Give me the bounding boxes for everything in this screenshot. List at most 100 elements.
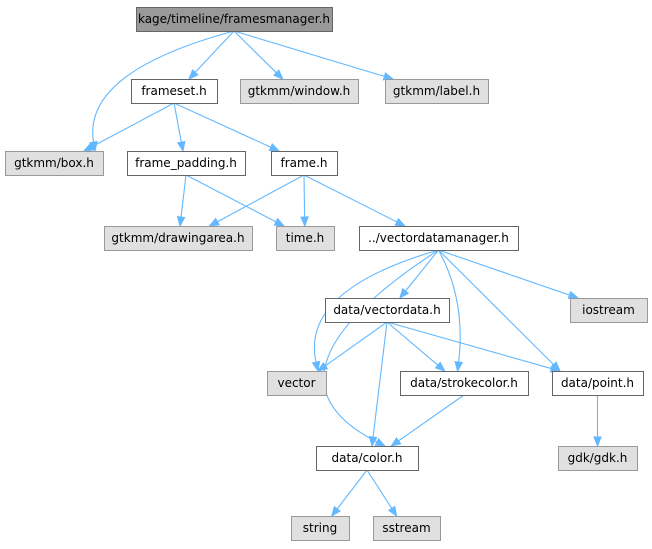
node-framesmanager[interactable]: kage/timeline/framesmanager.h bbox=[136, 7, 333, 32]
node-box bbox=[104, 226, 253, 251]
edge-frame-to-vectordatamanager bbox=[303, 174, 398, 223]
node-box bbox=[127, 151, 246, 176]
node-box bbox=[400, 371, 529, 396]
node-label: gtkmm/window.h bbox=[248, 84, 351, 98]
edge-vectordatamanager-to-data_color bbox=[323, 249, 439, 443]
node-gtkmm-window: gtkmm/window.h bbox=[240, 79, 359, 104]
node-box bbox=[136, 7, 333, 32]
node-label: kage/timeline/framesmanager.h bbox=[138, 12, 330, 26]
node-box bbox=[5, 151, 104, 176]
arrowhead-frameset-to-gtkmm_box bbox=[82, 142, 95, 152]
edges-layer bbox=[82, 30, 602, 518]
node-box bbox=[291, 516, 350, 541]
edge-data_vectordata-to-data_point bbox=[386, 321, 552, 370]
node-box bbox=[267, 371, 327, 396]
edge-data_color-to-sstream bbox=[366, 469, 393, 509]
node-box bbox=[558, 446, 638, 471]
edge-framesmanager-to-gtkmm_window bbox=[233, 30, 277, 74]
edge-data_vectordata-to-data_color bbox=[372, 321, 388, 438]
edge-frame-to-gtkmm_drawingarea bbox=[217, 174, 305, 223]
arrowhead-data_color-to-string bbox=[330, 505, 341, 518]
node-label: gtkmm/label.h bbox=[393, 84, 480, 98]
arrowhead-framesmanager-to-gtkmm_label bbox=[382, 72, 395, 81]
arrowhead-framesmanager-to-frameset bbox=[188, 69, 199, 80]
node-data-strokecolor[interactable]: data/strokecolor.h bbox=[400, 371, 529, 396]
arrowhead-vectordatamanager-to-vector bbox=[311, 360, 321, 373]
node-label: data/color.h bbox=[332, 451, 403, 465]
arrowhead-vectordatamanager-to-data_strokecolor bbox=[454, 361, 464, 373]
node-gtkmm-drawingarea: gtkmm/drawingarea.h bbox=[104, 226, 253, 251]
arrowhead-data_vectordata-to-vector bbox=[316, 361, 329, 372]
edge-data_vectordata-to-data_strokecolor bbox=[386, 321, 439, 366]
node-label: frame_padding.h bbox=[135, 156, 237, 170]
node-vector: vector bbox=[267, 371, 327, 396]
arrowhead-frame_padding-to-time bbox=[273, 217, 286, 227]
arrowhead-data_color-to-sstream bbox=[387, 505, 398, 518]
edge-vectordatamanager-to-data_point bbox=[438, 249, 555, 366]
node-frameset[interactable]: frameset.h bbox=[131, 79, 218, 104]
edge-vectordatamanager-to-iostream bbox=[438, 249, 570, 296]
node-label: gdk/gdk.h bbox=[568, 451, 628, 465]
node-sstream: sstream bbox=[373, 516, 441, 541]
node-label: frame.h bbox=[280, 156, 327, 170]
arrowhead-frame-to-time bbox=[300, 216, 309, 228]
node-data-point[interactable]: data/point.h bbox=[552, 371, 644, 396]
edge-framesmanager-to-frameset bbox=[194, 30, 235, 73]
node-label: data/vectordata.h bbox=[333, 303, 440, 317]
nodes-layer: kage/timeline/framesmanager.h frameset.h g… bbox=[5, 7, 648, 541]
edge-frameset-to-gtkmm_box bbox=[91, 102, 175, 148]
node-gtkmm-box: gtkmm/box.h bbox=[5, 151, 104, 176]
node-box bbox=[325, 298, 450, 323]
edge-data_strokecolor-to-data_color bbox=[398, 394, 465, 442]
node-box bbox=[240, 79, 359, 104]
node-label: iostream bbox=[582, 303, 635, 317]
node-label: sstream bbox=[382, 521, 430, 535]
node-box bbox=[359, 226, 519, 251]
node-box bbox=[385, 79, 489, 104]
arrowhead-vectordatamanager-to-data_vectordata bbox=[399, 287, 410, 300]
node-data-vectordata[interactable]: data/vectordata.h bbox=[325, 298, 450, 323]
edge-frameset-to-frame_padding bbox=[173, 102, 182, 143]
edge-frame_padding-to-time bbox=[185, 174, 277, 223]
node-label: vector bbox=[277, 376, 315, 390]
node-label: gtkmm/box.h bbox=[14, 156, 94, 170]
node-label: ../vectordatamanager.h bbox=[368, 231, 509, 245]
node-box bbox=[271, 151, 338, 176]
edge-vectordatamanager-to-data_vectordata bbox=[405, 249, 439, 292]
node-box bbox=[570, 298, 648, 323]
arrowhead-frameset-to-frame bbox=[268, 143, 281, 152]
node-time: time.h bbox=[276, 226, 335, 251]
node-vectordatamanager[interactable]: ../vectordatamanager.h bbox=[359, 226, 519, 251]
node-label: data/strokecolor.h bbox=[410, 376, 518, 390]
node-box bbox=[373, 516, 441, 541]
edge-framesmanager-to-gtkmm_box bbox=[92, 30, 235, 143]
arrowhead-frame-to-vectordatamanager bbox=[394, 217, 407, 227]
edge-framesmanager-to-gtkmm_label bbox=[233, 30, 385, 77]
node-label: data/point.h bbox=[561, 376, 634, 390]
node-gtkmm-label: gtkmm/label.h bbox=[385, 79, 489, 104]
edge-frame_padding-to-gtkmm_drawingarea bbox=[180, 174, 187, 218]
node-iostream: iostream bbox=[570, 298, 648, 323]
node-data-color[interactable]: data/color.h bbox=[316, 446, 419, 471]
edge-frame-to-time bbox=[303, 174, 306, 218]
arrowhead-data_point-to-gdk_gdk bbox=[593, 436, 602, 448]
edge-data_vectordata-to-vector bbox=[325, 321, 388, 367]
arrowhead-frame-to-gtkmm_drawingarea bbox=[208, 217, 220, 227]
node-frame-padding[interactable]: frame_padding.h bbox=[127, 151, 246, 176]
edge-frameset-to-frame bbox=[173, 102, 272, 148]
arrowhead-data_vectordata-to-data_strokecolor bbox=[434, 361, 446, 372]
node-string: string bbox=[291, 516, 350, 541]
node-frame[interactable]: frame.h bbox=[271, 151, 338, 176]
node-box bbox=[276, 226, 335, 251]
node-label: frameset.h bbox=[141, 84, 206, 98]
edge-data_color-to-string bbox=[336, 469, 368, 510]
arrowhead-data_strokecolor-to-data_color bbox=[390, 436, 402, 447]
arrowhead-vectordatamanager-to-iostream bbox=[567, 290, 580, 300]
arrowhead-frame_padding-to-gtkmm_drawingarea bbox=[176, 216, 186, 228]
node-box bbox=[552, 371, 644, 396]
node-box bbox=[316, 446, 419, 471]
arrowhead-vectordatamanager-to-data_color bbox=[374, 437, 387, 447]
node-gdk-gdk: gdk/gdk.h bbox=[558, 446, 638, 471]
node-label: string bbox=[303, 521, 337, 535]
